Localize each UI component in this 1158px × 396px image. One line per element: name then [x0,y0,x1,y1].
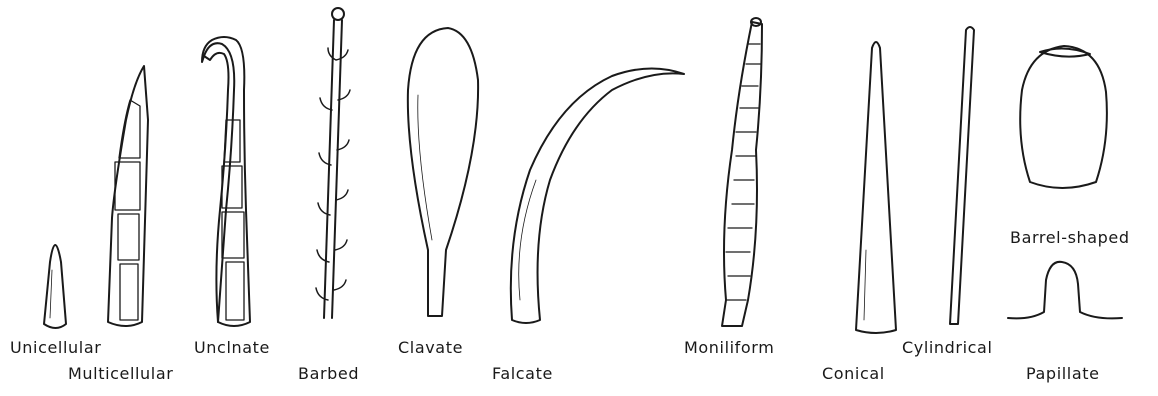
cylindrical-hair [950,27,974,324]
papillate-hair [1008,262,1122,319]
conical-hair [856,42,896,333]
label-cylindrical: Cylindrical [902,338,993,357]
falcate-hair [511,68,684,323]
label-falcate: Falcate [492,364,553,383]
uncinate-hair [202,37,250,326]
unicellular-hair [44,245,66,328]
label-multicellular: Multicellular [68,364,173,383]
label-uncinate: Unclnate [194,338,270,357]
label-papillate: Papillate [1026,364,1100,383]
barbed-hair [316,8,350,318]
label-moniliform: Moniliform [684,338,774,357]
label-barbed: Barbed [298,364,359,383]
barrel-shaped-hair [1020,46,1107,188]
label-unicellular: Unicellular [10,338,101,357]
label-conical: Conical [822,364,885,383]
moniliform-hair [722,18,762,326]
label-clavate: Clavate [398,338,463,357]
label-barrel-shaped: Barrel-shaped [1010,228,1130,247]
multicellular-hair [108,66,148,326]
clavate-hair [408,28,478,316]
